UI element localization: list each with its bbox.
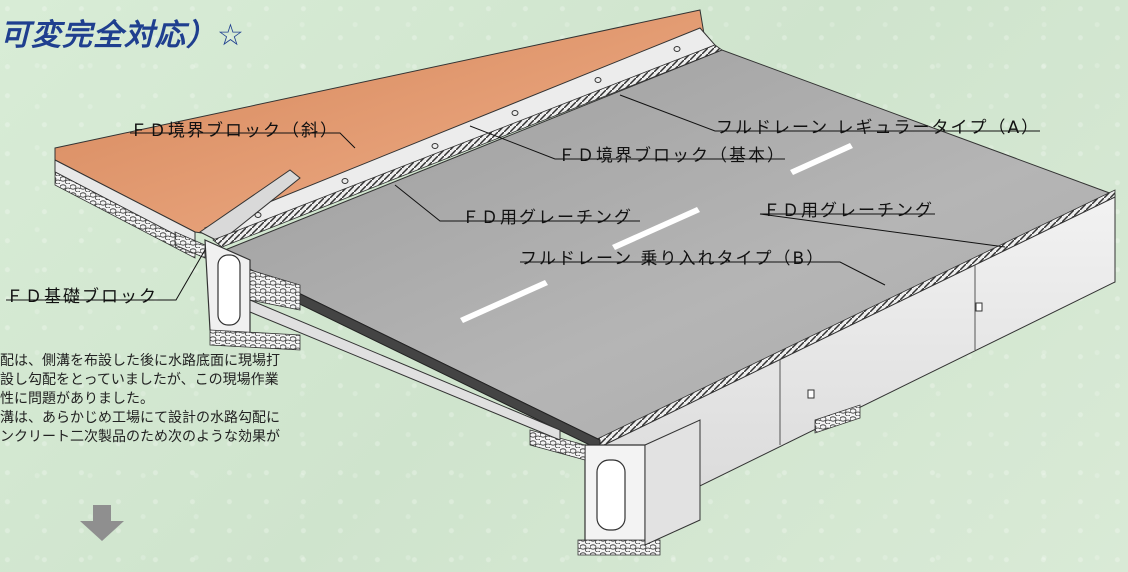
left-foundation-gravel	[174, 231, 206, 259]
label-fd-boundary-diagonal: ＦＤ境界ブロック（斜）	[130, 121, 339, 141]
label-fd-boundary-basic: ＦＤ境界ブロック（基本）	[558, 146, 786, 166]
label-fulldrain-ride-in-b: フルドレーン 乗り入れタイプ（B）	[520, 249, 826, 269]
lane-markings	[460, 143, 853, 323]
front-drain-channel	[596, 459, 626, 531]
left-drain-base	[209, 329, 301, 351]
description-paragraph: 配は、側溝を布設した後に水路底面に現場打 設し勾配をとっていましたが、この現場作…	[0, 352, 380, 447]
label-fd-foundation-block: ＦＤ基礎ブロック	[6, 287, 158, 307]
left-gravel-fill	[249, 269, 301, 311]
left-lower-slab	[249, 299, 561, 441]
paragraph-line: ンクリート二次製品のため次のような効果が	[0, 429, 280, 445]
right-drain-slots	[807, 302, 983, 399]
mid-gravel	[814, 404, 861, 434]
label-fulldrain-regular-a: フルドレーン レギュラータイプ（A）	[716, 118, 1041, 138]
right-drain-joints	[779, 265, 976, 445]
front-drain-footing	[644, 419, 701, 546]
leader-lines	[6, 94, 1040, 301]
page-title: 可変完全対応）☆	[0, 18, 245, 53]
label-fd-grating-left: ＦＤ用グレーチング	[462, 208, 633, 228]
label-fd-grating-right: ＦＤ用グレーチング	[763, 201, 934, 221]
sidewalk-base-gravel	[54, 171, 196, 259]
left-drain-channel	[217, 254, 241, 326]
paragraph-line: 性に問題がありました。	[0, 391, 154, 407]
front-drain-base	[577, 539, 661, 556]
boundary-block-holes	[254, 46, 681, 218]
boundary-block-slope	[199, 169, 301, 243]
paragraph-line: 配は、側溝を布設した後に水路底面に現場打	[0, 353, 280, 369]
right-gravel	[529, 429, 586, 461]
paragraph-line: 設し勾配をとっていましたが、この現場作業	[0, 372, 279, 388]
paragraph-line: 溝は、あらかじめ工場にて設計の水路勾配に	[0, 410, 280, 426]
down-arrow-icon	[80, 505, 124, 541]
